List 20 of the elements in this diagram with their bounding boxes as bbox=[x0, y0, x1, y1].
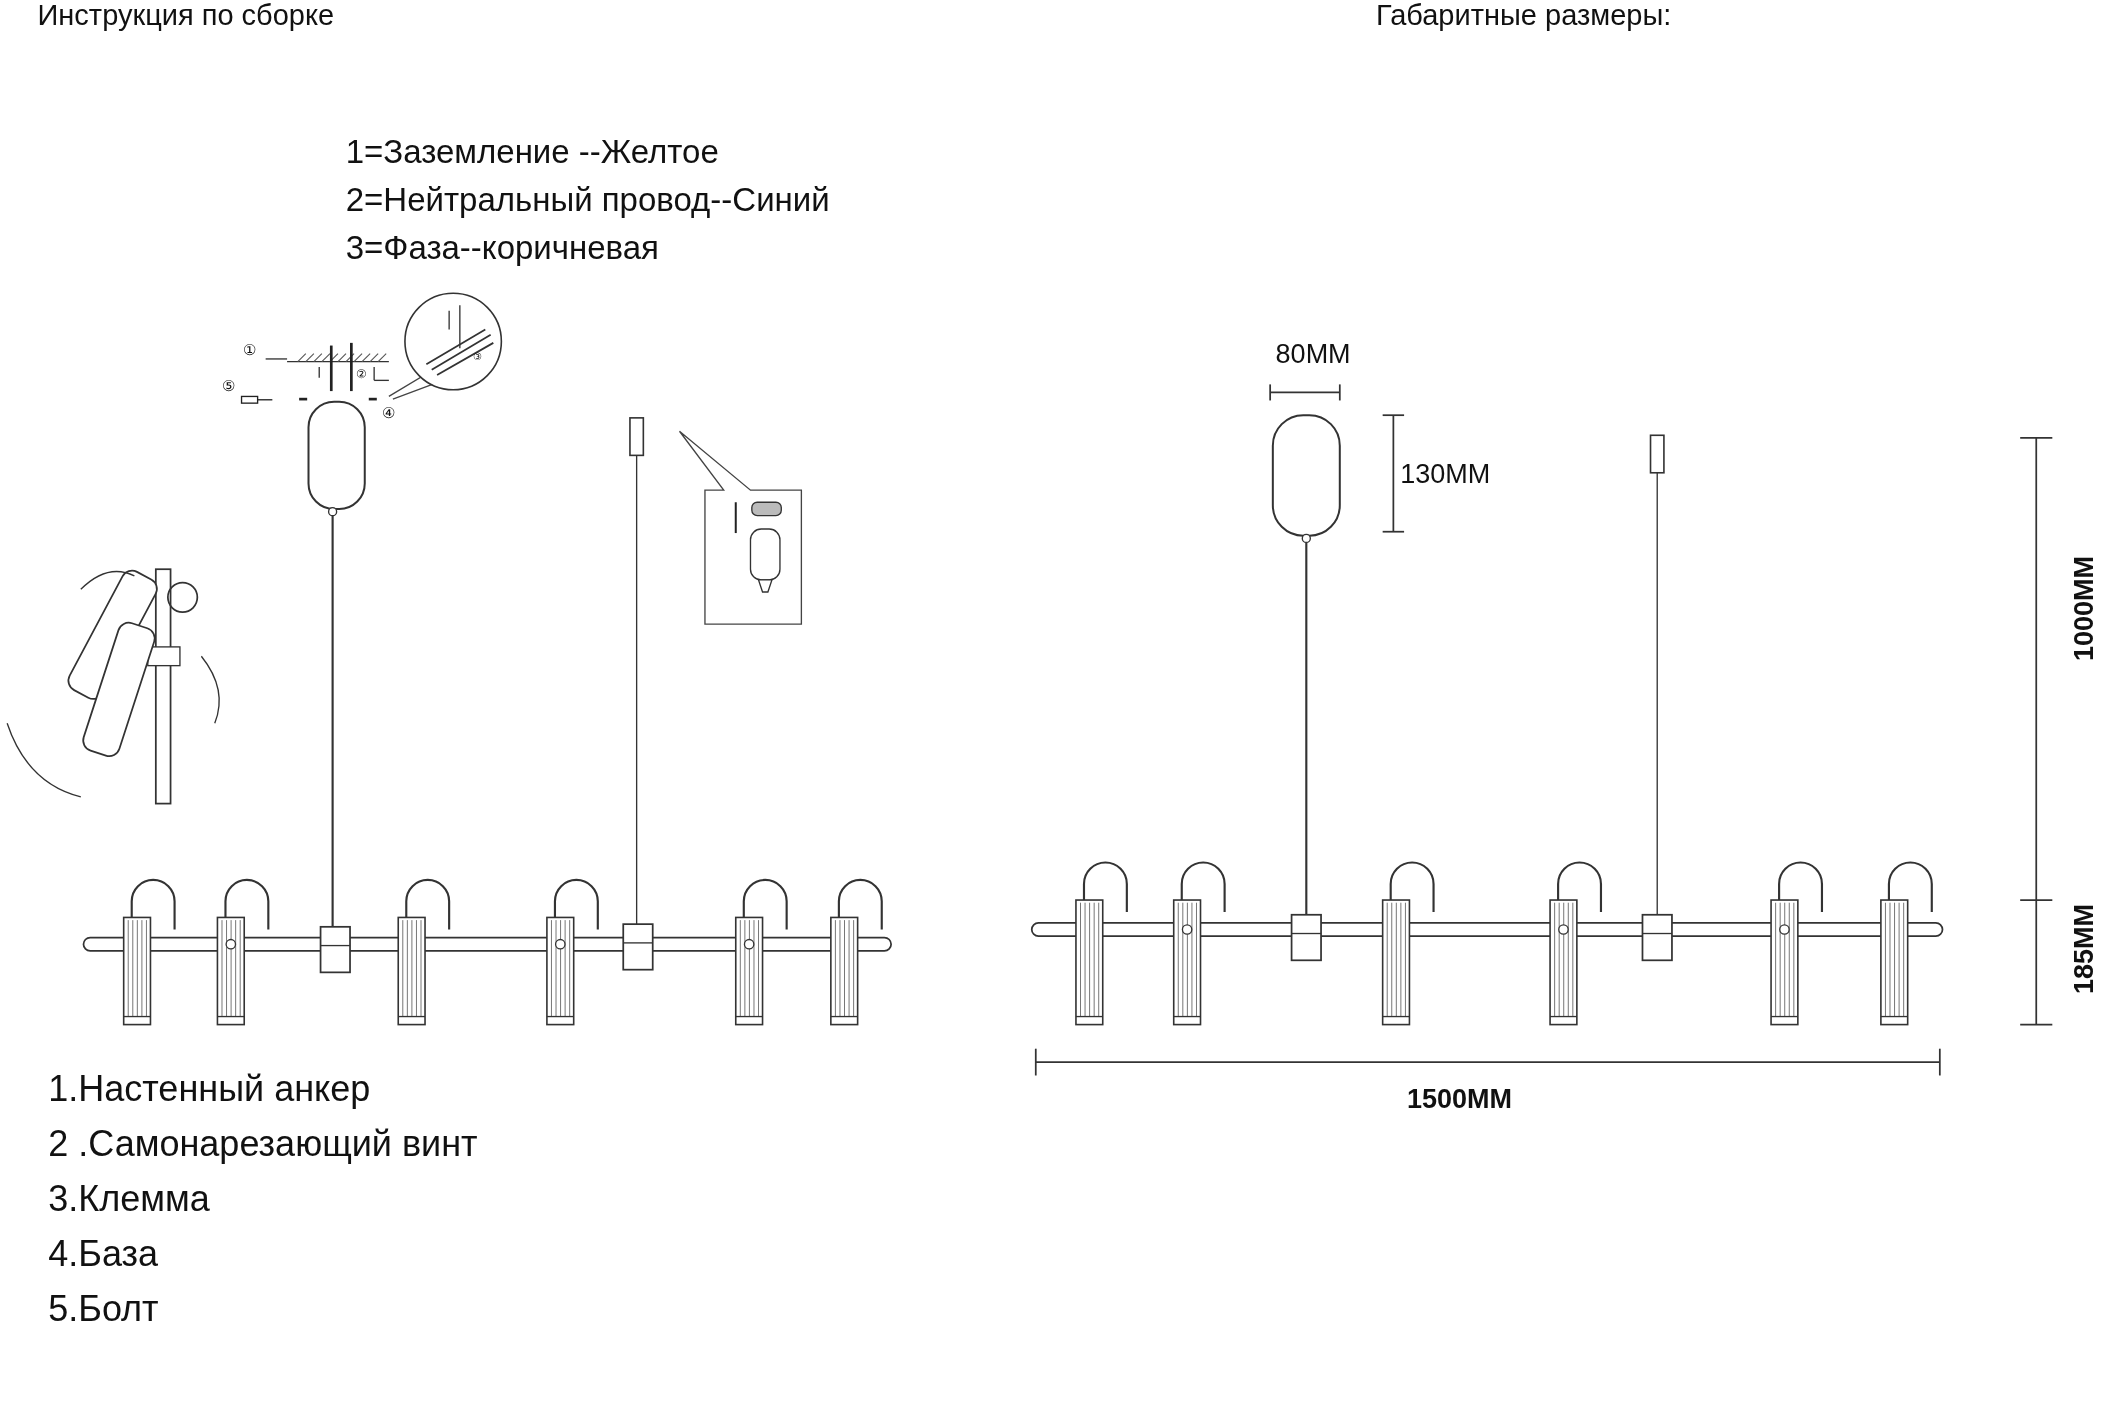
section-heading: Габаритные размеры: bbox=[1376, 0, 1672, 32]
dimension-label: 80MM bbox=[1275, 340, 1351, 370]
callout-number: ① bbox=[242, 341, 256, 359]
wiring-note: 2=Нейтральный провод--Синий bbox=[345, 182, 830, 219]
parts-list-item: 3.Клемма bbox=[48, 1179, 210, 1219]
wiring-note: 1=Заземление --Желтое bbox=[345, 134, 719, 171]
callout-number: ④ bbox=[381, 404, 395, 422]
dimension-label: 130MM bbox=[1400, 459, 1491, 490]
section-heading: Инструкция по сборке bbox=[37, 0, 335, 32]
dimension-label: 1500MM bbox=[1406, 1085, 1512, 1115]
parts-list-item: 1.Настенный анкер bbox=[48, 1069, 371, 1109]
parts-list-item: 2 .Самонарезающий винт bbox=[48, 1124, 478, 1164]
dimension-label: 1000MM bbox=[2070, 556, 2100, 662]
parts-list-item: 5.Болт bbox=[48, 1289, 159, 1329]
parts-list-item: 4.База bbox=[48, 1234, 159, 1274]
dimension-label: 185MM bbox=[2070, 904, 2100, 995]
wiring-note: 3=Фаза--коричневая bbox=[345, 230, 659, 267]
callout-number: ② bbox=[356, 368, 368, 382]
callout-number: ③ bbox=[473, 351, 482, 363]
callout-number: ⑤ bbox=[222, 377, 236, 395]
